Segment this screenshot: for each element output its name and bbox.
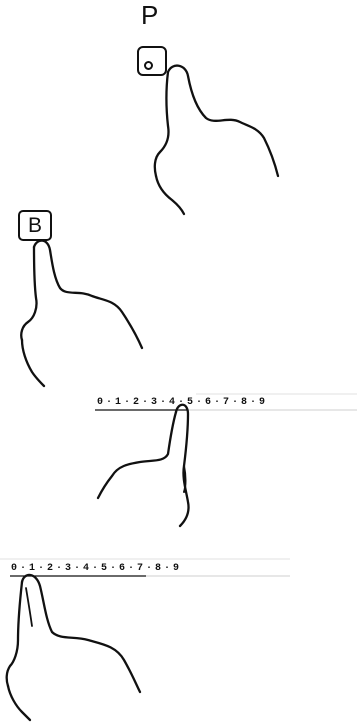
pointing-hand-illustration <box>0 0 357 722</box>
